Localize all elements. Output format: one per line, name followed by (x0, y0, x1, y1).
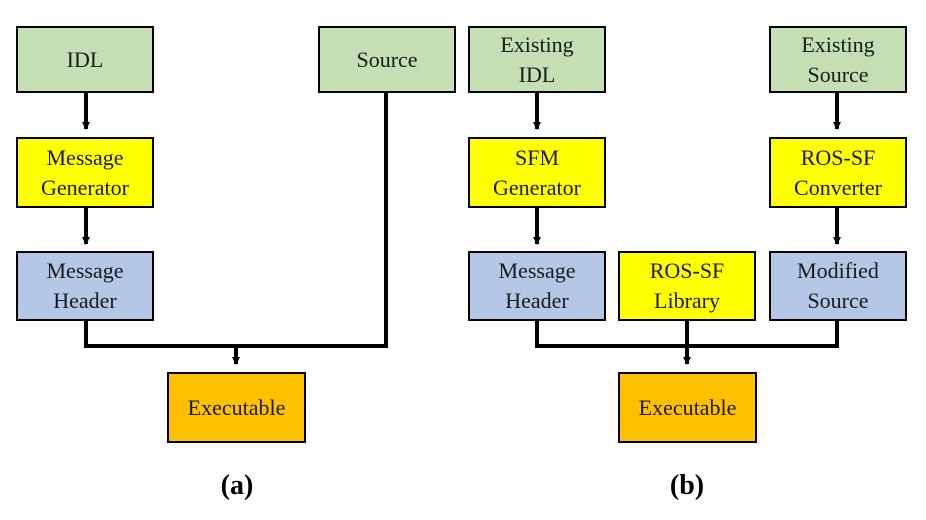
existing-idl-label: Existing IDL (500, 31, 574, 87)
idl-label: IDL (66, 46, 104, 72)
message-header-label-a: Message Header (46, 258, 124, 313)
existing-source-label: Existing Source (801, 31, 875, 87)
modified-source-label: Modified Source (797, 258, 879, 313)
existing-idl-box: Existing IDL (468, 26, 606, 93)
existing-source-box: Existing Source (769, 26, 907, 93)
executable-box-a: Executable (167, 372, 306, 443)
panel-a-label: (a) (220, 470, 254, 501)
executable-label-a: Executable (187, 394, 286, 420)
modified-source-box: Modified Source (769, 251, 907, 321)
message-generator-label: Message Generator (41, 144, 129, 200)
message-header-label-b: Message Header (498, 258, 576, 313)
idl-box: IDL (16, 26, 154, 93)
ros-sf-library-label: ROS-SF Library (649, 258, 725, 313)
sfm-generator-label: SFM Generator (493, 144, 581, 200)
message-header-box-a: Message Header (16, 251, 154, 321)
source-label: Source (356, 46, 418, 72)
executable-box-b: Executable (618, 372, 757, 443)
message-generator-box: Message Generator (16, 137, 154, 208)
ros-sf-converter-label: ROS-SF Converter (794, 144, 882, 200)
ros-sf-library-box: ROS-SF Library (618, 251, 756, 321)
ros-sf-converter-box: ROS-SF Converter (769, 137, 907, 208)
line-source-to-merge (236, 93, 388, 348)
panel-b-label: (b) (669, 470, 705, 501)
message-header-box-b: Message Header (468, 251, 606, 321)
executable-label-b: Executable (638, 394, 737, 420)
source-box: Source (318, 26, 456, 93)
sfm-generator-box: SFM Generator (468, 137, 606, 208)
line-header-to-merge (84, 321, 236, 348)
